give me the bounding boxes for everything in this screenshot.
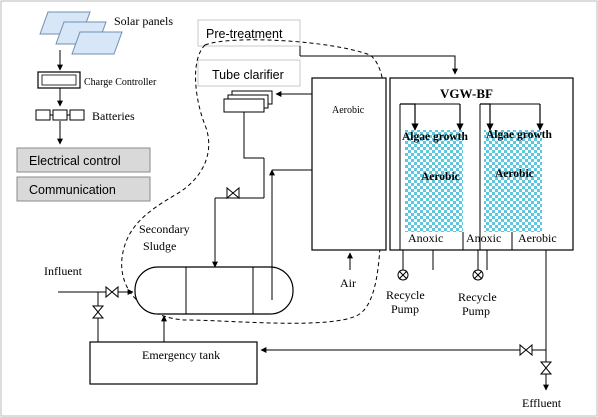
bypass-valve-icon [91, 305, 105, 319]
charge-controller-box [37, 71, 81, 89]
electrical-control-label: Electrical control [29, 154, 121, 168]
algae-growth-label-1: Algae growth [402, 131, 469, 143]
recycle-pump-2-label-b: Pump [462, 304, 490, 318]
effluent-label: Effluent [522, 396, 562, 410]
influent-label: Influent [44, 264, 83, 278]
algae-mesh-1 [405, 130, 463, 232]
tube-clarifier-icon [223, 90, 273, 113]
algae-mesh-2 [484, 130, 542, 232]
air-label: Air [340, 276, 356, 290]
aerobic-zone-label-2: Aerobic [495, 168, 534, 180]
secondary-sludge-label-2: Sludge [143, 239, 176, 253]
aerobic-bottom-label: Aerobic [518, 231, 557, 245]
electrical-control-box [16, 147, 151, 173]
solar-panels-label: Solar panels [114, 14, 173, 28]
communication-box [16, 176, 151, 202]
pre-treatment-box [197, 19, 301, 47]
recycle-pump-2-label-a: Recycle [458, 290, 497, 304]
dashed-boundary [121, 39, 386, 324]
emergency-tank-label: Emergency tank [142, 348, 220, 362]
batteries-label: Batteries [92, 109, 135, 123]
vgw-bf-label: VGW-BF [440, 86, 493, 101]
effluent-valve-icon [539, 361, 553, 375]
communication-label: Communication [29, 183, 116, 197]
recycle-pump-1-label-b: Pump [391, 302, 419, 316]
tube-clarifier-box [197, 59, 301, 87]
aerobic-tank [311, 77, 387, 251]
aerobic-zone-label-1: Aerobic [421, 171, 460, 183]
tube-clarifier-label: Tube clarifier [212, 68, 284, 82]
anoxic-label-2: Anoxic [466, 231, 501, 245]
recycle-pump-1-label-a: Recycle [386, 288, 425, 302]
influent-valve-icon [105, 285, 119, 299]
anoxic-label-1: Anoxic [408, 231, 443, 245]
return-valve-icon [519, 343, 533, 357]
valve-icon-upper [226, 186, 240, 200]
aerobic-tank-label: Aerobic [332, 105, 365, 116]
emergency-tank-box [89, 341, 258, 385]
algae-growth-label-2: Algae growth [486, 129, 553, 141]
charge-controller-label: Charge Controller [84, 77, 157, 88]
secondary-sludge-label-1: Secondary [139, 222, 190, 236]
batteries-icon [35, 109, 85, 121]
solar-panels-icon [39, 11, 123, 55]
pretreatment-flow-line [300, 55, 458, 75]
sludge-tank [134, 266, 294, 315]
pre-treatment-label: Pre-treatment [206, 27, 283, 41]
